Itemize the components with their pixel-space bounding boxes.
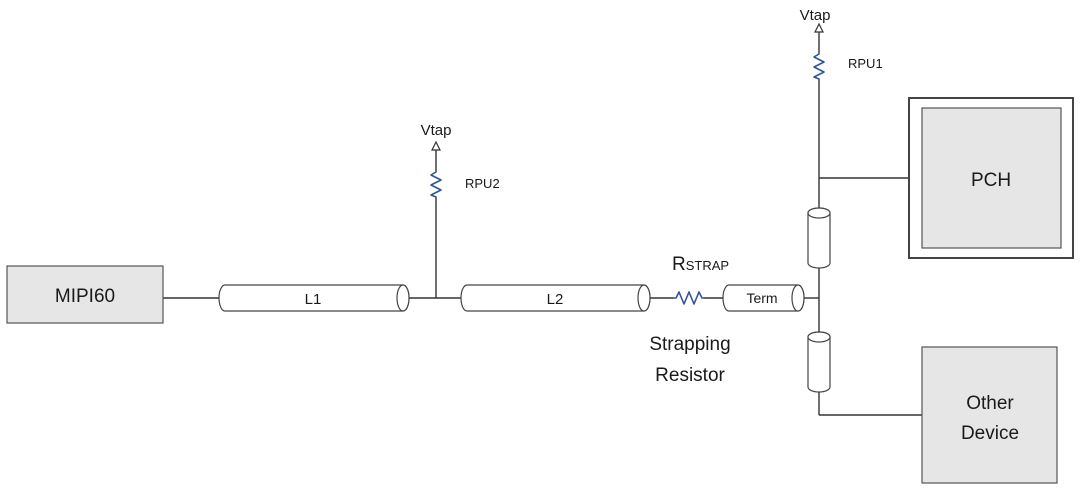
other-device-label-line2: Device xyxy=(961,423,1019,444)
rpu2-vtap-arrow-icon xyxy=(431,140,441,151)
rpu2-vtap-label: Vtap xyxy=(421,122,452,139)
mipi60-block: MIPI60 xyxy=(6,265,164,324)
l2-end-cap xyxy=(637,284,651,312)
upper-stub-line xyxy=(807,207,831,269)
pch-inner-box xyxy=(921,107,1062,249)
rstrap-label-sub: STRAP xyxy=(686,258,729,273)
other-device-block: Other Device xyxy=(921,346,1058,484)
lower-stub-cap xyxy=(807,331,831,343)
rpu1-vtap-label: Vtap xyxy=(800,7,831,24)
pch-block: PCH xyxy=(908,97,1074,259)
rpu1-zigzag xyxy=(813,52,825,80)
term-transmission-line: Term xyxy=(722,284,805,312)
rpu2-label: RPU2 xyxy=(465,176,500,191)
l1-end-cap xyxy=(396,284,410,312)
mipi60-label: MIPI60 xyxy=(55,286,115,307)
rpu1-label: RPU1 xyxy=(848,56,883,71)
l1-transmission-line: L1 xyxy=(218,284,410,312)
strapping-caption-line2: Resistor xyxy=(655,365,725,386)
strapping-caption-line1: Strapping xyxy=(649,334,730,355)
upper-stub-cap xyxy=(807,207,831,219)
mipi60-box xyxy=(6,265,164,324)
pch-label: PCH xyxy=(971,170,1011,191)
other-device-label-line1: Other xyxy=(966,393,1014,414)
other-device-box xyxy=(921,346,1058,484)
lower-stub-line xyxy=(807,331,831,393)
rpu2-zigzag xyxy=(430,170,442,198)
rpu2-pullup: Vtap RPU2 xyxy=(421,122,500,198)
term-label: Term xyxy=(746,290,777,306)
l2-label: L2 xyxy=(547,291,564,308)
l2-transmission-line: L2 xyxy=(460,284,651,312)
term-end-cap xyxy=(791,284,805,312)
rstrap-label: RSTRAP xyxy=(672,254,729,275)
rstrap-zigzag xyxy=(673,291,704,305)
rpu1-vtap-arrow-icon xyxy=(814,22,824,33)
rstrap-label-r: R xyxy=(672,254,686,275)
rstrap-resistor: RSTRAP Strapping Resistor xyxy=(649,254,730,386)
l1-label: L1 xyxy=(305,291,322,308)
rpu1-pullup: Vtap RPU1 xyxy=(800,7,883,80)
wires xyxy=(163,34,922,416)
